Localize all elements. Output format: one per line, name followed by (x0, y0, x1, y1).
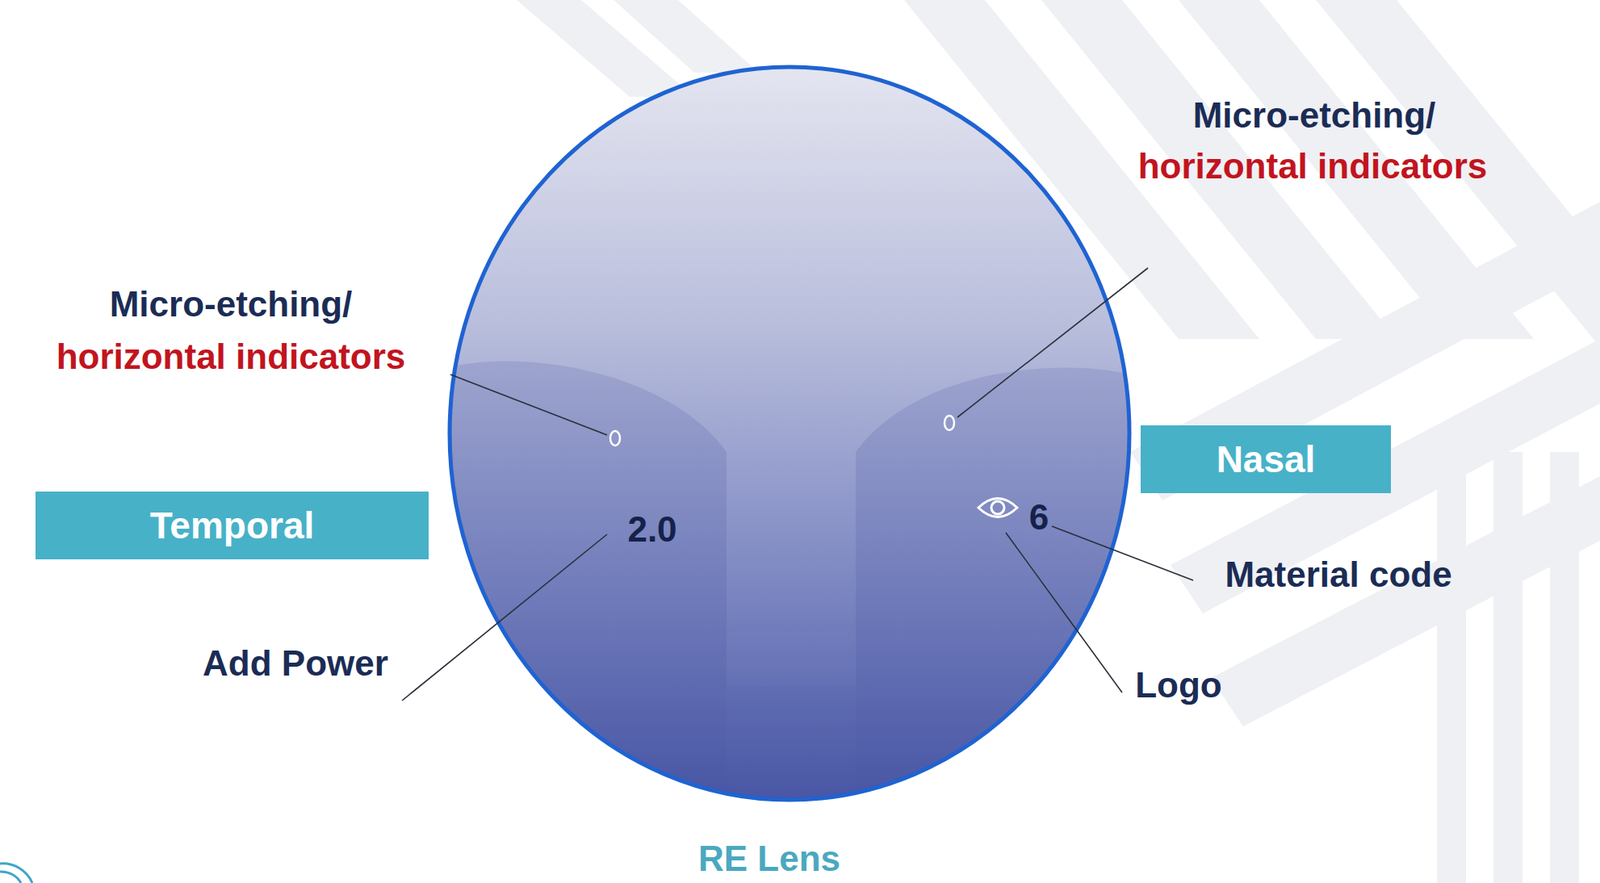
callout-title: Micro-etching/ (1193, 95, 1437, 137)
material-code-value: 6 (1029, 497, 1049, 539)
add-power-value: 2.0 (627, 509, 677, 551)
callout-subtitle: horizontal indicators (56, 336, 407, 378)
lens-body (435, 67, 1147, 816)
logo-eye (978, 498, 1018, 518)
side-label: Temporal (150, 505, 315, 547)
callout-subtitle: horizontal indicators (1138, 146, 1488, 188)
callout-label: Logo (1135, 665, 1223, 707)
lens-caption: RE Lens (698, 838, 841, 880)
side-label: Nasal (1216, 439, 1316, 481)
side-label-box: Nasal (1140, 425, 1391, 494)
callout-title: Micro-etching/ (109, 284, 353, 326)
callout-label: Add Power (202, 643, 389, 685)
side-label-box: Temporal (35, 491, 429, 560)
leader-lines (402, 268, 1194, 701)
micro-etching-marks (610, 415, 955, 446)
corner-logo (0, 863, 33, 883)
callout-label: Material code (1224, 554, 1452, 596)
